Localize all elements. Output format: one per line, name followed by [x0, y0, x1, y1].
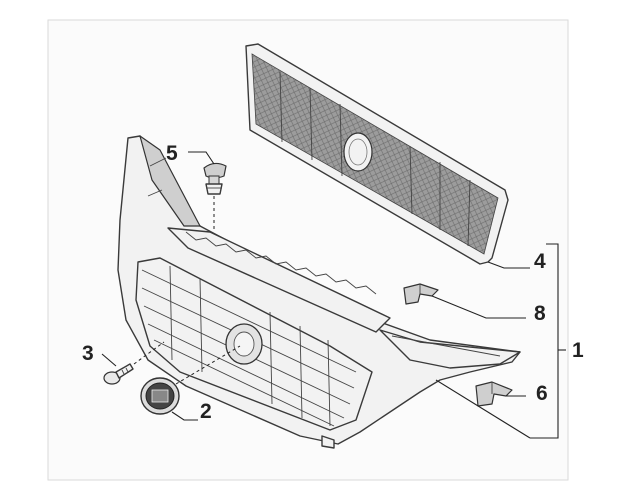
- callout-4: 4: [534, 250, 546, 273]
- callout-1: 1: [572, 339, 584, 362]
- bracket-left: [403, 283, 439, 305]
- leader-lines: [101, 151, 566, 439]
- bracket-right: [475, 381, 513, 407]
- clip-top: [203, 162, 227, 195]
- callout-2: 2: [200, 400, 212, 423]
- emblem-hole: [343, 132, 373, 172]
- callout-3: 3: [82, 342, 94, 365]
- emblem: [140, 377, 180, 415]
- callout-8: 8: [534, 302, 546, 325]
- callout-6: 6: [536, 382, 548, 405]
- mesh-insert: [245, 43, 509, 265]
- grille-frame: [117, 135, 521, 449]
- callout-5: 5: [166, 142, 178, 165]
- screw: [103, 363, 134, 385]
